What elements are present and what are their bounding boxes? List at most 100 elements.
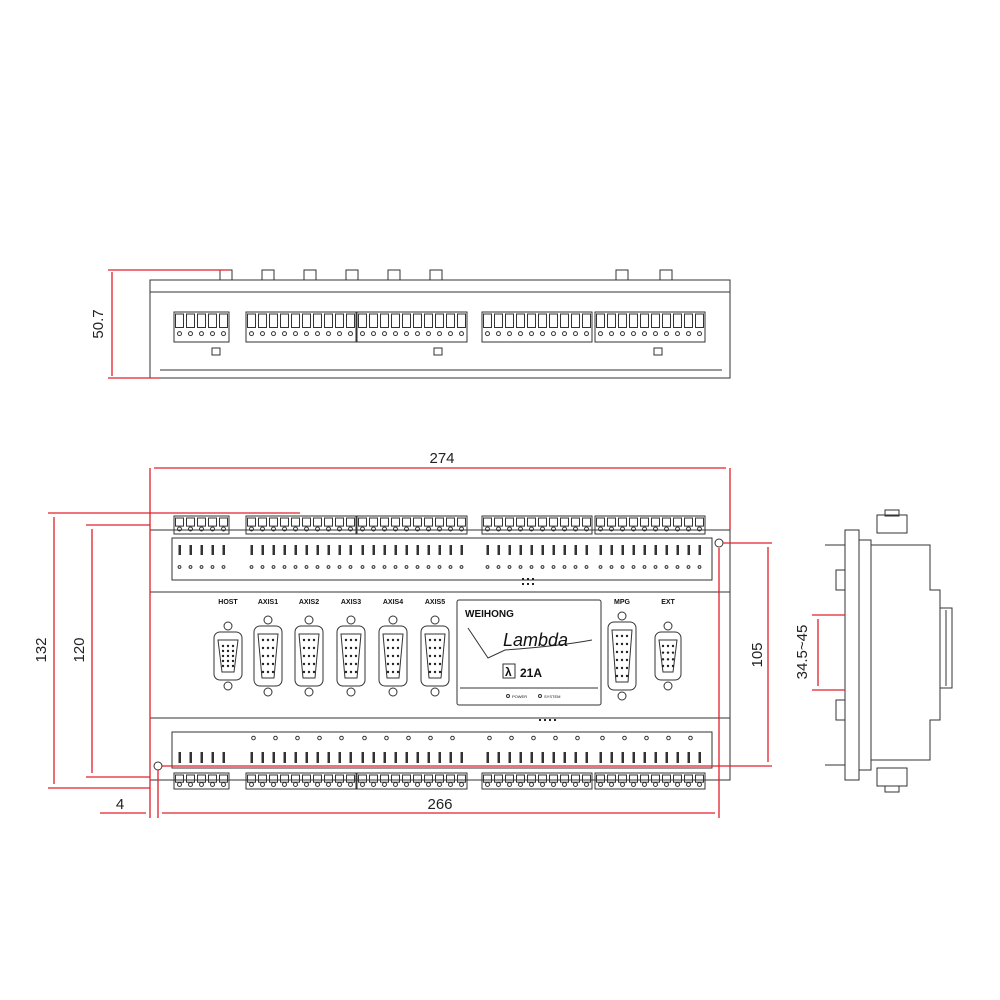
ext-connector [654, 621, 682, 691]
terminal-dot [337, 565, 342, 569]
terminal-dot [448, 565, 453, 569]
terminal-mark [530, 752, 533, 763]
top-knob [219, 269, 233, 281]
front-top-terminal-blocks [173, 515, 706, 535]
terminal-dot [406, 735, 411, 741]
terminal-mark [261, 752, 264, 763]
terminal-mark [486, 752, 489, 763]
front-top-terminal-block [594, 515, 706, 535]
terminal-mark [327, 545, 330, 555]
terminal-mark [508, 545, 511, 555]
front-top-terminal-block [173, 515, 230, 535]
mpg-connector [607, 611, 637, 701]
top-clip [653, 347, 663, 356]
terminal-mark [338, 752, 341, 763]
port-label-axis3: AXIS3 [341, 599, 361, 606]
terminal-dot [293, 565, 298, 569]
terminal-mark [305, 545, 308, 555]
terminal-mark [250, 545, 253, 555]
terminal-mark [460, 545, 463, 555]
brand-name: WEIHONG [465, 609, 514, 620]
terminal-mark [508, 752, 511, 763]
front-bottom-terminal-block [245, 772, 357, 790]
terminal-mark [665, 545, 668, 555]
terminal-dot [620, 565, 625, 569]
terminal-mark [541, 752, 544, 763]
terminal-mark [361, 752, 364, 763]
front-bottom-terminal-markings [178, 735, 701, 763]
led-power-label: POWER [512, 694, 527, 699]
side-view: 34.5~45 [794, 509, 953, 793]
terminal-mark [438, 752, 441, 763]
terminal-mark [372, 752, 375, 763]
terminal-dot [382, 565, 387, 569]
front-top-terminal-block [356, 515, 468, 535]
front-top-terminal-block [481, 515, 593, 535]
terminal-dot [686, 565, 691, 569]
terminal-dot [487, 735, 492, 741]
terminal-dot [315, 565, 320, 569]
brand-panel: WEIHONG Lambda λ 21A POWER SYSTEM [456, 599, 602, 706]
terminal-mark [654, 752, 657, 763]
dim-mount-width: 266 [427, 796, 452, 813]
dim-top-height: 50.7 [90, 309, 107, 338]
dim-side-range: 34.5~45 [794, 625, 811, 680]
terminal-dot [271, 565, 276, 569]
terminal-mark [372, 545, 375, 555]
front-bottom-terminal-blocks [173, 772, 706, 790]
terminal-mark [552, 752, 555, 763]
terminal-dot [437, 565, 442, 569]
top-terminal-block [173, 311, 230, 343]
terminal-mark [687, 752, 690, 763]
port-label-axis1: AXIS1 [258, 599, 278, 606]
terminal-mark [316, 545, 319, 555]
terminal-mark [211, 545, 214, 555]
axis-connector [420, 615, 450, 697]
terminal-dot [509, 735, 514, 741]
terminal-dot [326, 565, 331, 569]
terminal-dot [177, 565, 182, 569]
terminal-dot [584, 565, 589, 569]
terminal-dot [188, 565, 193, 569]
terminal-mark [349, 752, 352, 763]
top-terminal-block [356, 311, 468, 343]
front-top-terminal-markings [177, 545, 702, 569]
terminal-dot [428, 735, 433, 741]
terminal-mark [643, 752, 646, 763]
terminal-mark [438, 545, 441, 555]
terminal-dot [507, 565, 512, 569]
terminal-mark [632, 545, 635, 555]
terminal-dot [575, 735, 580, 741]
terminal-mark [272, 545, 275, 555]
top-terminal-block [245, 311, 357, 343]
terminal-mark [530, 545, 533, 555]
top-view: 50.7 [90, 269, 731, 379]
terminal-mark [449, 545, 452, 555]
terminal-dot [553, 735, 558, 741]
led-system-label: SYSTEM [544, 694, 560, 699]
terminal-dot [304, 565, 309, 569]
terminal-dot [393, 565, 398, 569]
top-knob [615, 269, 629, 281]
terminal-mark [222, 545, 225, 555]
terminal-mark [632, 752, 635, 763]
terminal-dot [348, 565, 353, 569]
terminal-dot [609, 565, 614, 569]
terminal-mark [394, 752, 397, 763]
terminal-mark [698, 752, 701, 763]
terminal-mark [211, 752, 214, 763]
top-terminal-block [481, 311, 593, 343]
terminal-mark [541, 545, 544, 555]
front-view: HOST AXIS1 AXIS2 AXIS3 AXIS4 AXIS5 MPG E… [33, 450, 772, 818]
terminal-mark [349, 545, 352, 555]
terminal-mark [665, 752, 668, 763]
model-code: 21A [520, 666, 542, 680]
terminal-dot [221, 565, 226, 569]
terminal-dot [360, 565, 365, 569]
terminal-dot [598, 565, 603, 569]
terminal-mark [497, 752, 500, 763]
terminal-mark [460, 752, 463, 763]
axis-connector [378, 615, 408, 697]
dim-total-width: 274 [429, 450, 454, 467]
dsub-connectors [213, 611, 682, 701]
